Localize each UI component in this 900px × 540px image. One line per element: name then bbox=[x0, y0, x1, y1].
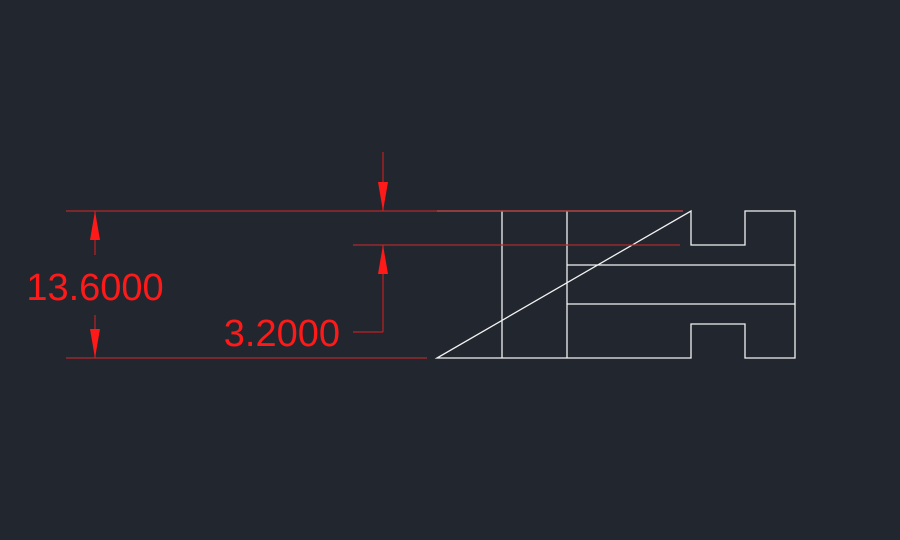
dimension-3-2[interactable]: 3.2000 bbox=[224, 152, 680, 355]
dimension-label: 13.6000 bbox=[26, 267, 163, 309]
arrow-down-icon bbox=[378, 182, 388, 211]
dimension-label: 3.2000 bbox=[224, 313, 340, 355]
arrow-up-icon bbox=[90, 211, 100, 240]
arrow-down-icon bbox=[90, 329, 100, 358]
part-outline[interactable] bbox=[434, 209, 796, 359]
part-geometry[interactable] bbox=[434, 209, 796, 359]
dimension-13-6[interactable]: 13.6000 bbox=[26, 210, 683, 359]
arrow-up-icon bbox=[378, 245, 388, 274]
